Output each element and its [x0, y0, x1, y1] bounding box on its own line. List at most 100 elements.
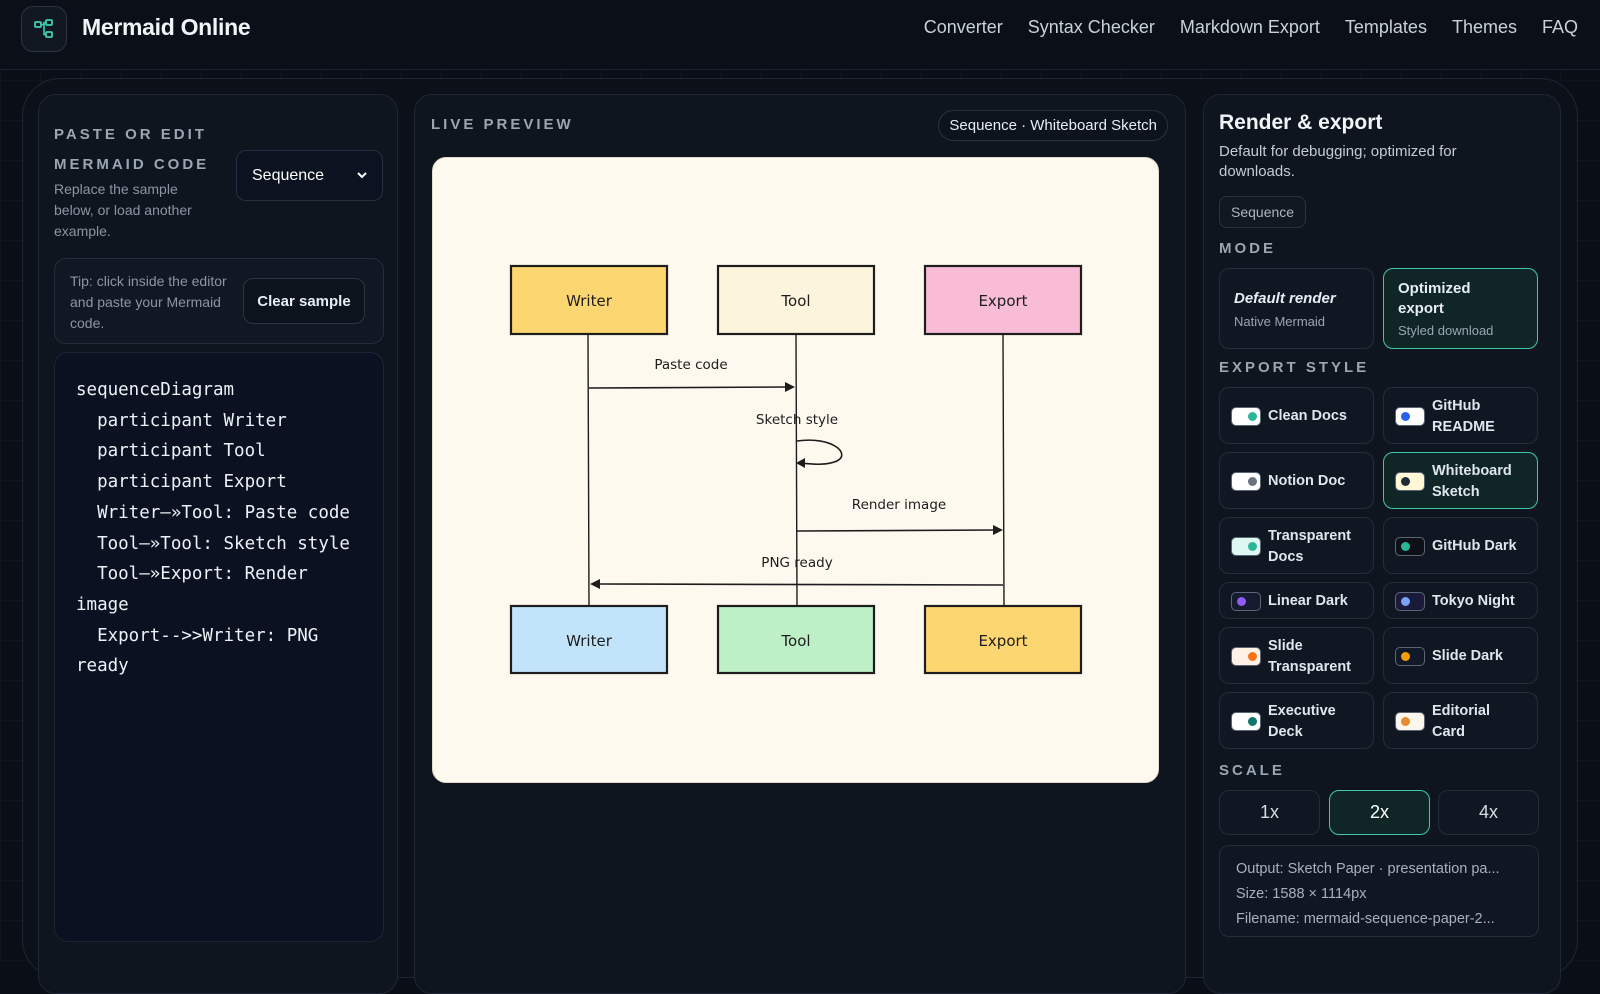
output-line: Filename: mermaid-sequence-paper-2... — [1236, 911, 1495, 927]
style-option-slide-dark[interactable]: Slide Dark — [1383, 627, 1538, 684]
style-label: GitHub README — [1432, 397, 1495, 435]
participant-label: Export — [978, 632, 1027, 650]
style-label: Clean Docs — [1268, 408, 1347, 424]
theme-swatch-icon — [1231, 537, 1261, 556]
output-line: Output: Sketch Paper · presentation pa..… — [1236, 861, 1500, 877]
message-label: Sketch style — [756, 412, 838, 428]
style-label: Whiteboard Sketch — [1432, 462, 1512, 500]
message-sketch-style: Sketch style — [756, 412, 843, 468]
message-label: Paste code — [654, 357, 727, 373]
mode-optimized-export[interactable]: Optimized export Styled download — [1383, 268, 1538, 349]
style-label: Tokyo Night — [1432, 593, 1515, 609]
style-option-notion-doc[interactable]: Notion Doc — [1219, 452, 1374, 509]
message-png-ready: PNG ready — [590, 555, 1004, 589]
mode-heading: MODE — [1219, 240, 1276, 257]
nav-faq[interactable]: FAQ — [1541, 17, 1578, 37]
main-nav: Converter Syntax Checker Markdown Export… — [924, 17, 1578, 38]
lifeline-writer — [587, 333, 590, 607]
clear-sample-button[interactable]: Clear sample — [243, 278, 365, 324]
participant-writer-bottom[interactable]: Writer — [509, 604, 669, 675]
theme-swatch-icon — [1395, 407, 1425, 426]
participant-export-bottom[interactable]: Export — [923, 604, 1083, 675]
theme-swatch-icon — [1395, 592, 1425, 611]
participant-label: Tool — [780, 632, 810, 650]
style-option-linear-dark[interactable]: Linear Dark — [1219, 582, 1374, 619]
top-bar: Mermaid Online Converter Syntax Checker … — [0, 0, 1600, 70]
export-title: Render & export — [1219, 111, 1383, 134]
diagram-icon[interactable] — [21, 6, 67, 52]
nav-syntax-checker[interactable]: Syntax Checker — [1027, 17, 1155, 37]
style-option-github-dark[interactable]: GitHub Dark — [1383, 517, 1538, 574]
style-option-github-readme[interactable]: GitHub README — [1383, 387, 1538, 444]
participant-label: Writer — [566, 292, 613, 310]
participant-export-top[interactable]: Export — [923, 264, 1083, 336]
tip-text: Tip: click inside the editor and paste y… — [70, 273, 227, 331]
style-option-whiteboard-sketch[interactable]: Whiteboard Sketch — [1383, 452, 1538, 509]
participant-label: Tool — [780, 292, 810, 310]
mode-sub: Styled download — [1398, 323, 1494, 338]
message-render-image: Render image — [796, 497, 1003, 535]
mode-title: Default render — [1234, 290, 1336, 307]
message-label: PNG ready — [761, 555, 832, 571]
nav-converter[interactable]: Converter — [923, 17, 1003, 37]
theme-swatch-icon — [1231, 592, 1261, 611]
sequence-diagram: Writer Tool Export Paste code Sketch sty… — [509, 264, 1083, 675]
tip-box: Tip: click inside the editor and paste y… — [54, 258, 384, 344]
diagram-type-chip: Sequence — [1219, 196, 1307, 228]
message-paste-code: Paste code — [588, 357, 795, 392]
style-option-executive-deck[interactable]: Executive Deck — [1219, 692, 1374, 749]
participant-tool-top[interactable]: Tool — [716, 264, 876, 336]
chevron-down-icon — [357, 172, 367, 179]
lifeline-tool — [795, 333, 798, 607]
brand-name[interactable]: Mermaid Online — [82, 14, 251, 40]
output-line: Size: 1588 × 1114px — [1236, 886, 1367, 902]
code-editor[interactable]: sequenceDiagram participant Writer parti… — [54, 352, 384, 942]
mode-title: Optimized export — [1398, 280, 1471, 317]
theme-swatch-icon — [1231, 712, 1261, 731]
style-label: Notion Doc — [1268, 473, 1346, 489]
style-label: Slide Transparent — [1268, 637, 1351, 675]
style-label: Linear Dark — [1268, 593, 1348, 609]
editor-title: PASTE OR EDIT MERMAID CODE — [54, 126, 210, 173]
nav-templates[interactable]: Templates — [1344, 17, 1427, 37]
theme-swatch-icon — [1395, 712, 1425, 731]
message-label: Render image — [852, 497, 946, 513]
theme-swatch-icon — [1231, 472, 1261, 491]
style-option-editorial-card[interactable]: Editorial Card — [1383, 692, 1538, 749]
scale-2x-button[interactable]: 2x — [1329, 790, 1430, 835]
theme-swatch-icon — [1395, 472, 1425, 491]
style-label: Slide Dark — [1432, 648, 1503, 664]
style-label: Editorial Card — [1432, 702, 1491, 740]
preview-title: LIVE PREVIEW — [431, 116, 574, 133]
mode-default-render[interactable]: Default render Native Mermaid — [1219, 268, 1374, 349]
style-option-slide-transparent[interactable]: Slide Transparent — [1219, 627, 1374, 684]
preview-badge: Sequence · Whiteboard Sketch — [938, 110, 1168, 141]
scale-1x-button[interactable]: 1x — [1219, 790, 1320, 835]
participant-label: Export — [978, 292, 1027, 310]
participant-label: Writer — [566, 632, 613, 650]
nav-themes[interactable]: Themes — [1451, 17, 1517, 37]
output-info: Output: Sketch Paper · presentation pa..… — [1219, 845, 1539, 937]
diagram-type-select[interactable]: Sequence — [236, 150, 383, 201]
theme-swatch-icon — [1395, 537, 1425, 556]
theme-swatch-icon — [1231, 407, 1261, 426]
editor-panel: PASTE OR EDIT MERMAID CODE Replace the s… — [38, 94, 398, 994]
mode-sub: Native Mermaid — [1234, 314, 1326, 329]
diagram-canvas[interactable]: Writer Tool Export Paste code Sketch sty… — [432, 157, 1159, 783]
diagram-type-value: Sequence — [252, 166, 325, 184]
export-panel: Render & export Default for debugging; o… — [1203, 94, 1561, 994]
style-option-tokyo-night[interactable]: Tokyo Night — [1383, 582, 1538, 619]
style-label: Executive Deck — [1268, 702, 1336, 740]
participant-writer-top[interactable]: Writer — [509, 264, 669, 336]
participant-tool-bottom[interactable]: Tool — [716, 604, 876, 675]
style-label: GitHub Dark — [1432, 538, 1517, 554]
export-style-heading: EXPORT STYLE — [1219, 359, 1370, 376]
style-option-transparent-docs[interactable]: Transparent Docs — [1219, 517, 1374, 574]
export-subtitle: Default for debugging; optimized for dow… — [1219, 143, 1457, 180]
nav-markdown-export[interactable]: Markdown Export — [1179, 17, 1320, 37]
style-label: Transparent Docs — [1268, 527, 1351, 565]
preview-panel: LIVE PREVIEW Sequence · Whiteboard Sketc… — [414, 94, 1186, 994]
theme-swatch-icon — [1231, 647, 1261, 666]
scale-4x-button[interactable]: 4x — [1438, 790, 1539, 835]
style-option-clean-docs[interactable]: Clean Docs — [1219, 387, 1374, 444]
